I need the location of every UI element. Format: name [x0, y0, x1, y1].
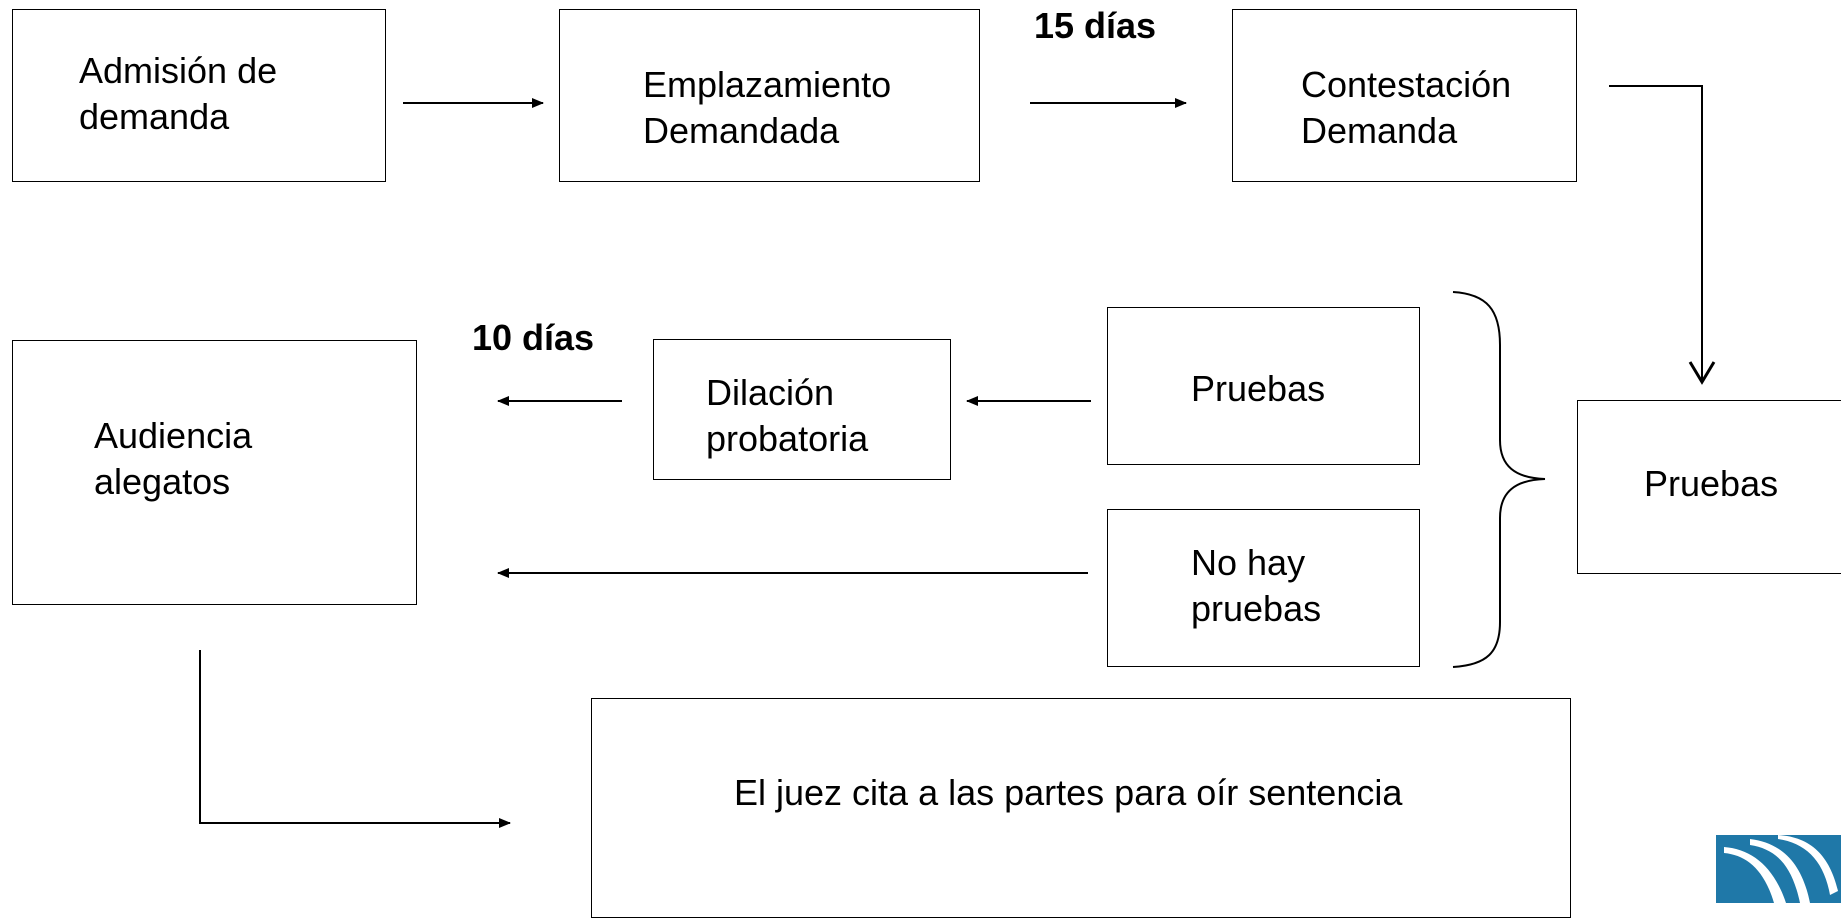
brace-pruebas-options — [1452, 291, 1546, 668]
node-no-hay-pruebas-label: No hay pruebas — [1191, 542, 1322, 629]
node-contestacion-demanda: Contestación Demanda — [1232, 9, 1577, 182]
elbow-contestacion-to-pruebas — [1609, 85, 1703, 380]
node-admision-label: Admisión de demanda — [79, 50, 278, 137]
wing-logo-icon — [1716, 835, 1841, 903]
node-audiencia-label: Audiencia alegatos — [94, 415, 253, 502]
node-emplazamiento-demandada: Emplazamiento Demandada — [559, 9, 980, 182]
node-admision-de-demanda: Admisión de demanda — [12, 9, 386, 182]
node-pruebas: Pruebas — [1577, 400, 1841, 574]
edge-label-10-dias: 10 días — [472, 317, 595, 358]
node-sentencia: El juez cita a las partes para oír sente… — [591, 698, 1571, 918]
wing-logo-graphic — [1724, 835, 1838, 903]
node-pruebas-option: Pruebas — [1107, 307, 1420, 465]
node-dilacion-probatoria: Dilación probatoria — [653, 339, 951, 480]
arrowhead-down-to-pruebas — [1688, 361, 1716, 385]
node-emplazamiento-label: Emplazamiento Demandada — [643, 64, 892, 151]
node-no-hay-pruebas: No hay pruebas — [1107, 509, 1420, 667]
elbow-audiencia-to-sentencia — [199, 650, 511, 828]
node-dilacion-label: Dilación probatoria — [706, 372, 869, 459]
node-sentencia-label: El juez cita a las partes para oír sente… — [734, 772, 1403, 813]
node-audiencia-alegatos: Audiencia alegatos — [12, 340, 417, 605]
node-pruebas-label: Pruebas — [1644, 463, 1779, 504]
edge-label-15-dias: 15 días — [1034, 5, 1157, 46]
node-pruebas-option-label: Pruebas — [1191, 368, 1326, 409]
node-contestacion-label: Contestación Demanda — [1301, 64, 1512, 151]
